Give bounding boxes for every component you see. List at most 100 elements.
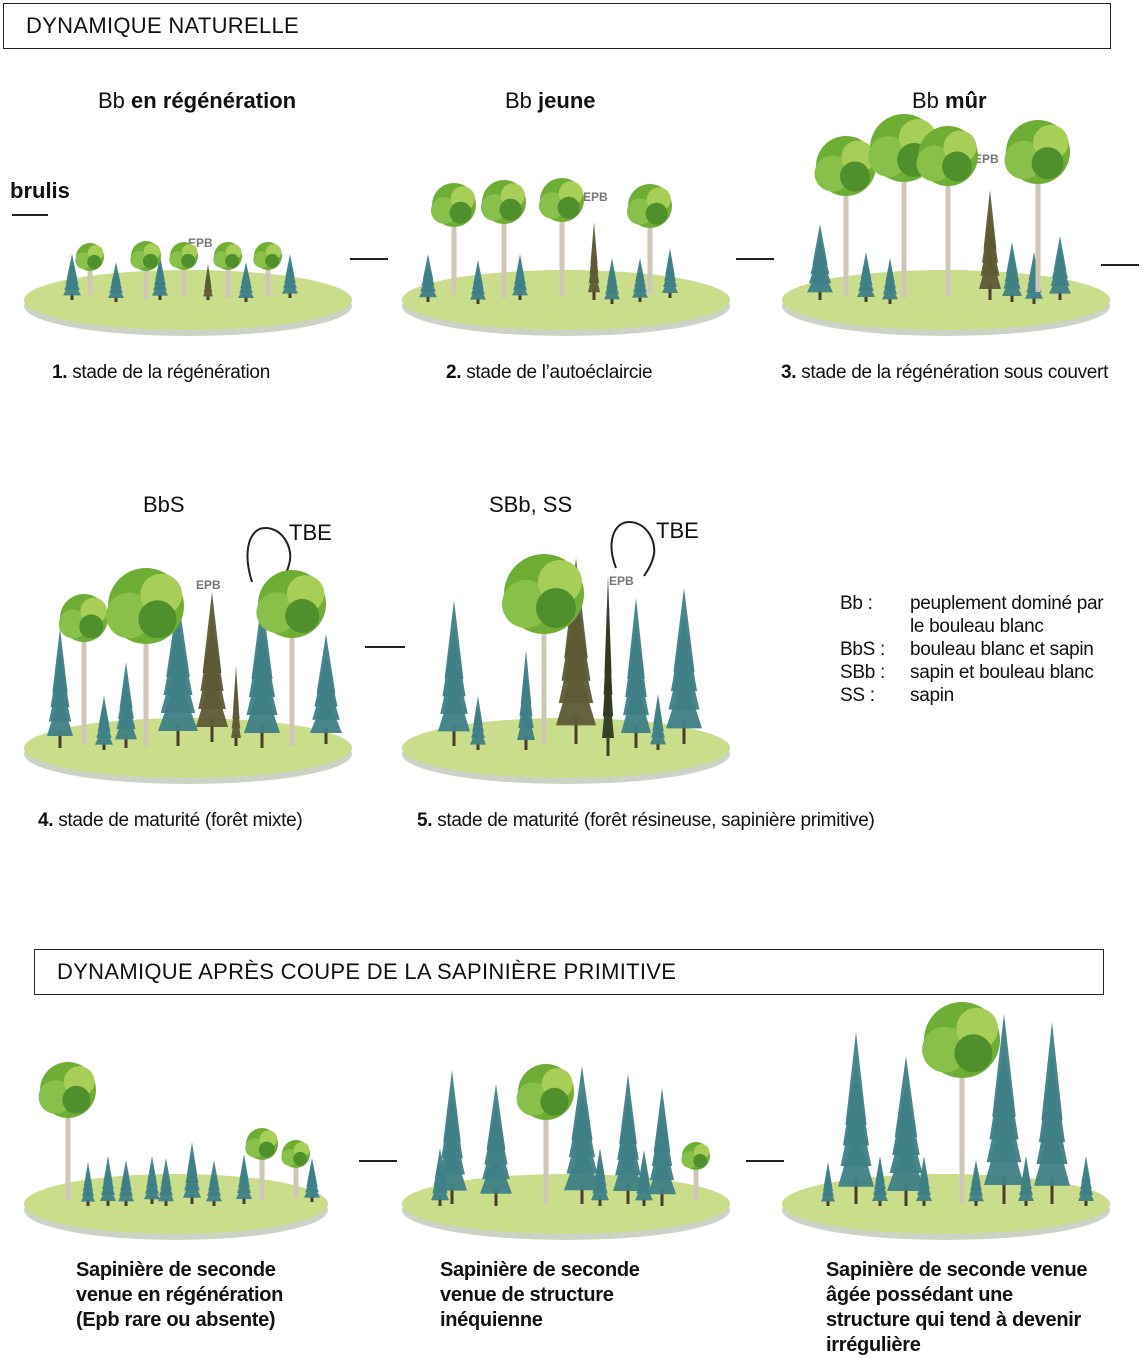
conifer-tier [238, 283, 254, 298]
conifer-trunk [888, 297, 892, 304]
conifer-trunk [592, 288, 596, 300]
conifer-trunk [668, 290, 672, 298]
birch-crown [954, 1034, 993, 1073]
conifer-tier [115, 708, 137, 740]
epb-label-3: EPB [974, 152, 999, 166]
conifer-trunk [626, 1184, 630, 1204]
conifer-tier [887, 1137, 925, 1191]
birch-crown [536, 588, 576, 628]
legend-row: Bb : peuplement dominé par [840, 592, 1104, 615]
stage-2-caption: 2. stade de l’autoéclaircie [446, 362, 653, 384]
conifer-trunk [606, 729, 610, 756]
conifer-tier [591, 1179, 609, 1201]
birch-trunk [901, 148, 907, 298]
conifer-trunk [1058, 290, 1062, 300]
tbe-hook-2 [610, 520, 656, 577]
stage-4-number: 4. [38, 810, 54, 831]
birch-trunk [543, 1092, 549, 1204]
conifer-tier [108, 283, 124, 298]
conifer-trunk [476, 741, 480, 750]
conifer-tier [556, 658, 596, 726]
legend-desc: sapin [910, 685, 954, 706]
conifer-tier [872, 1183, 888, 1201]
birch-trunk [559, 200, 565, 296]
birch-trunk [259, 1144, 265, 1200]
conifer-tier [916, 1183, 932, 1201]
conifer-trunk [580, 1183, 584, 1204]
conifer-tier [588, 264, 600, 293]
conifer-tier [882, 282, 898, 300]
conifer-trunk [634, 725, 638, 748]
conifer-trunk [244, 296, 248, 302]
birch-crown [693, 1153, 708, 1168]
conifer-tier [183, 1175, 201, 1198]
conifer-tier [517, 704, 535, 740]
conifer-trunk [1032, 296, 1036, 304]
conifer-tier [47, 692, 73, 736]
conifer-trunk [878, 1198, 882, 1206]
legend-code: SBb : [840, 662, 885, 683]
conifer-trunk [176, 723, 180, 746]
conifer-trunk [426, 294, 430, 302]
conifer-tier [282, 277, 298, 294]
epb-label-2: EPB [583, 190, 608, 204]
conifer-tier [231, 709, 241, 738]
conifer-trunk [150, 1196, 154, 1204]
conifer-trunk [124, 735, 128, 748]
conifer-tier [310, 693, 342, 733]
stage-2-heading: Bb jeune [505, 88, 596, 114]
birch-crown [499, 198, 522, 221]
conifer-trunk [922, 1198, 926, 1206]
tbe-label-1: TBE [289, 520, 332, 546]
birch-trunk [65, 1090, 71, 1200]
conifer-trunk [234, 734, 238, 746]
conifer-trunk [114, 296, 118, 302]
birch-crown [557, 196, 580, 219]
conifer-tier [158, 677, 198, 731]
tbe-text-1: TBE [289, 520, 332, 545]
epb-label-5: EPB [609, 574, 634, 588]
birch-trunk [143, 606, 149, 746]
birch-trunk [959, 1040, 965, 1204]
conifer-tier [1034, 1120, 1070, 1186]
conifer-trunk [1050, 1176, 1054, 1204]
bottom-caption-1: Sapinière de seconde venue en régénérati… [76, 1258, 283, 1333]
conifer-trunk [818, 288, 822, 300]
conifer-trunk [974, 1199, 978, 1206]
birch-crown [840, 161, 870, 192]
birch-trunk [143, 256, 149, 300]
ground-disc [402, 270, 730, 330]
stage-2-qualifier: jeune [538, 88, 596, 113]
bottom-caption-3: Sapinière de seconde venue âgée possédan… [826, 1258, 1088, 1358]
conifer-tier [144, 1181, 160, 1200]
conifer-trunk [476, 297, 480, 304]
transition-dash-b1 [359, 1160, 397, 1162]
conifer-trunk [494, 1187, 498, 1206]
conifer-tier [431, 1179, 449, 1201]
birch-trunk [541, 594, 547, 744]
conifer-tier [1078, 1183, 1094, 1201]
bottom-caption-3-line: Sapinière de seconde venue [826, 1259, 1088, 1281]
conifer-trunk [164, 1198, 168, 1206]
birch-trunk [81, 618, 87, 744]
legend-desc: peuplement dominé par [910, 593, 1104, 614]
bottom-caption-1-line: Sapinière de seconde [76, 1259, 276, 1281]
birch-crown [942, 151, 972, 182]
stage-5-number: 5. [417, 810, 433, 831]
conifer-tier [244, 679, 280, 733]
conifer-tier [979, 249, 1001, 289]
legend-code: Bb : [840, 593, 873, 614]
legend-row: BbS :bouleau blanc et sapin [840, 638, 1103, 661]
birch-trunk [87, 257, 93, 295]
conifer-trunk [1084, 1198, 1088, 1206]
stage-2-number: 2. [446, 362, 462, 383]
stage-3-heading: Bb mûr [912, 88, 987, 114]
stage-5-heading: SBb, SS [489, 492, 572, 518]
conifer-trunk [1010, 293, 1014, 302]
brulis-label: brulis [10, 178, 70, 204]
legend-code: SS : [840, 685, 875, 706]
transition-dash-3 [1101, 264, 1139, 266]
conifer-tier [419, 279, 437, 298]
bottom-caption-3-line: structure qui tend à devenir [826, 1309, 1081, 1331]
conifer-trunk [438, 1197, 442, 1206]
